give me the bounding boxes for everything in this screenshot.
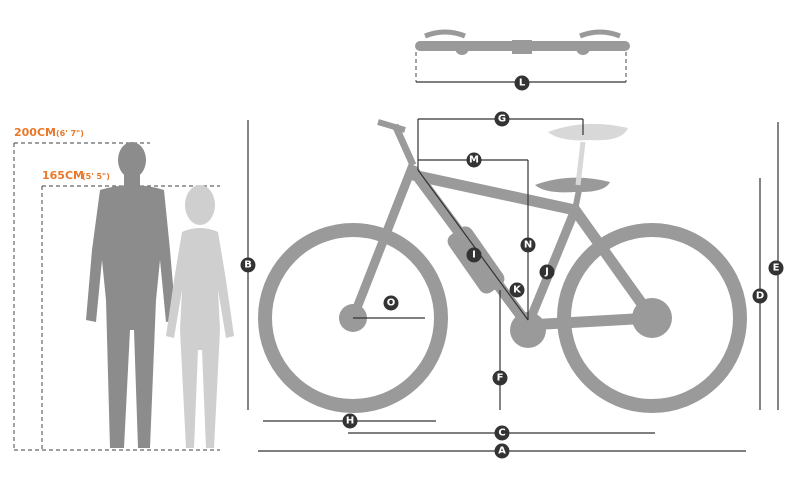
- marker-I: I: [466, 247, 482, 263]
- svg-text:M: M: [469, 155, 479, 166]
- svg-text:F: F: [497, 373, 504, 384]
- man-silhouette: [86, 142, 176, 448]
- handlebar-guides: [415, 52, 627, 82]
- saddle: [535, 177, 610, 193]
- woman-silhouette: [166, 185, 234, 448]
- height-200-imperial: (6' 7"): [56, 129, 84, 138]
- svg-text:H: H: [346, 416, 354, 427]
- handlebar-top-view: [415, 29, 630, 55]
- marker-G: G: [494, 111, 510, 127]
- marker-M: M: [466, 152, 482, 168]
- marker-D: D: [752, 288, 768, 304]
- marker-C: C: [494, 425, 510, 441]
- marker-L: L: [514, 75, 530, 91]
- svg-text:L: L: [519, 78, 526, 89]
- svg-text:I: I: [472, 250, 476, 261]
- saddle-raised: [548, 123, 628, 141]
- marker-E: E: [768, 260, 784, 276]
- svg-text:J: J: [544, 267, 549, 278]
- marker-N: N: [520, 237, 536, 253]
- svg-text:A: A: [498, 446, 506, 457]
- marker-J: J: [539, 264, 555, 280]
- bike: [258, 119, 747, 413]
- height-165-imperial: (5' 5"): [82, 172, 110, 181]
- seatpost-raised: [575, 141, 586, 186]
- svg-text:O: O: [387, 298, 396, 309]
- svg-text:N: N: [524, 240, 532, 251]
- marker-F: F: [492, 370, 508, 386]
- svg-text:D: D: [756, 291, 764, 302]
- marker-H: H: [342, 413, 358, 429]
- height-200-label: 200CM: [14, 126, 56, 139]
- markers: A B C D E F G H I J K L M N O: [240, 75, 784, 459]
- front-wheel: [258, 223, 448, 413]
- svg-text:G: G: [498, 114, 506, 125]
- marker-K: K: [509, 282, 525, 298]
- svg-text:C: C: [498, 428, 505, 439]
- height-165-label: 165CM: [42, 169, 84, 182]
- svg-text:K: K: [513, 285, 522, 296]
- svg-text:E: E: [773, 263, 780, 274]
- marker-O: O: [383, 295, 399, 311]
- svg-text:B: B: [244, 260, 252, 271]
- marker-B: B: [240, 257, 256, 273]
- marker-A: A: [494, 443, 510, 459]
